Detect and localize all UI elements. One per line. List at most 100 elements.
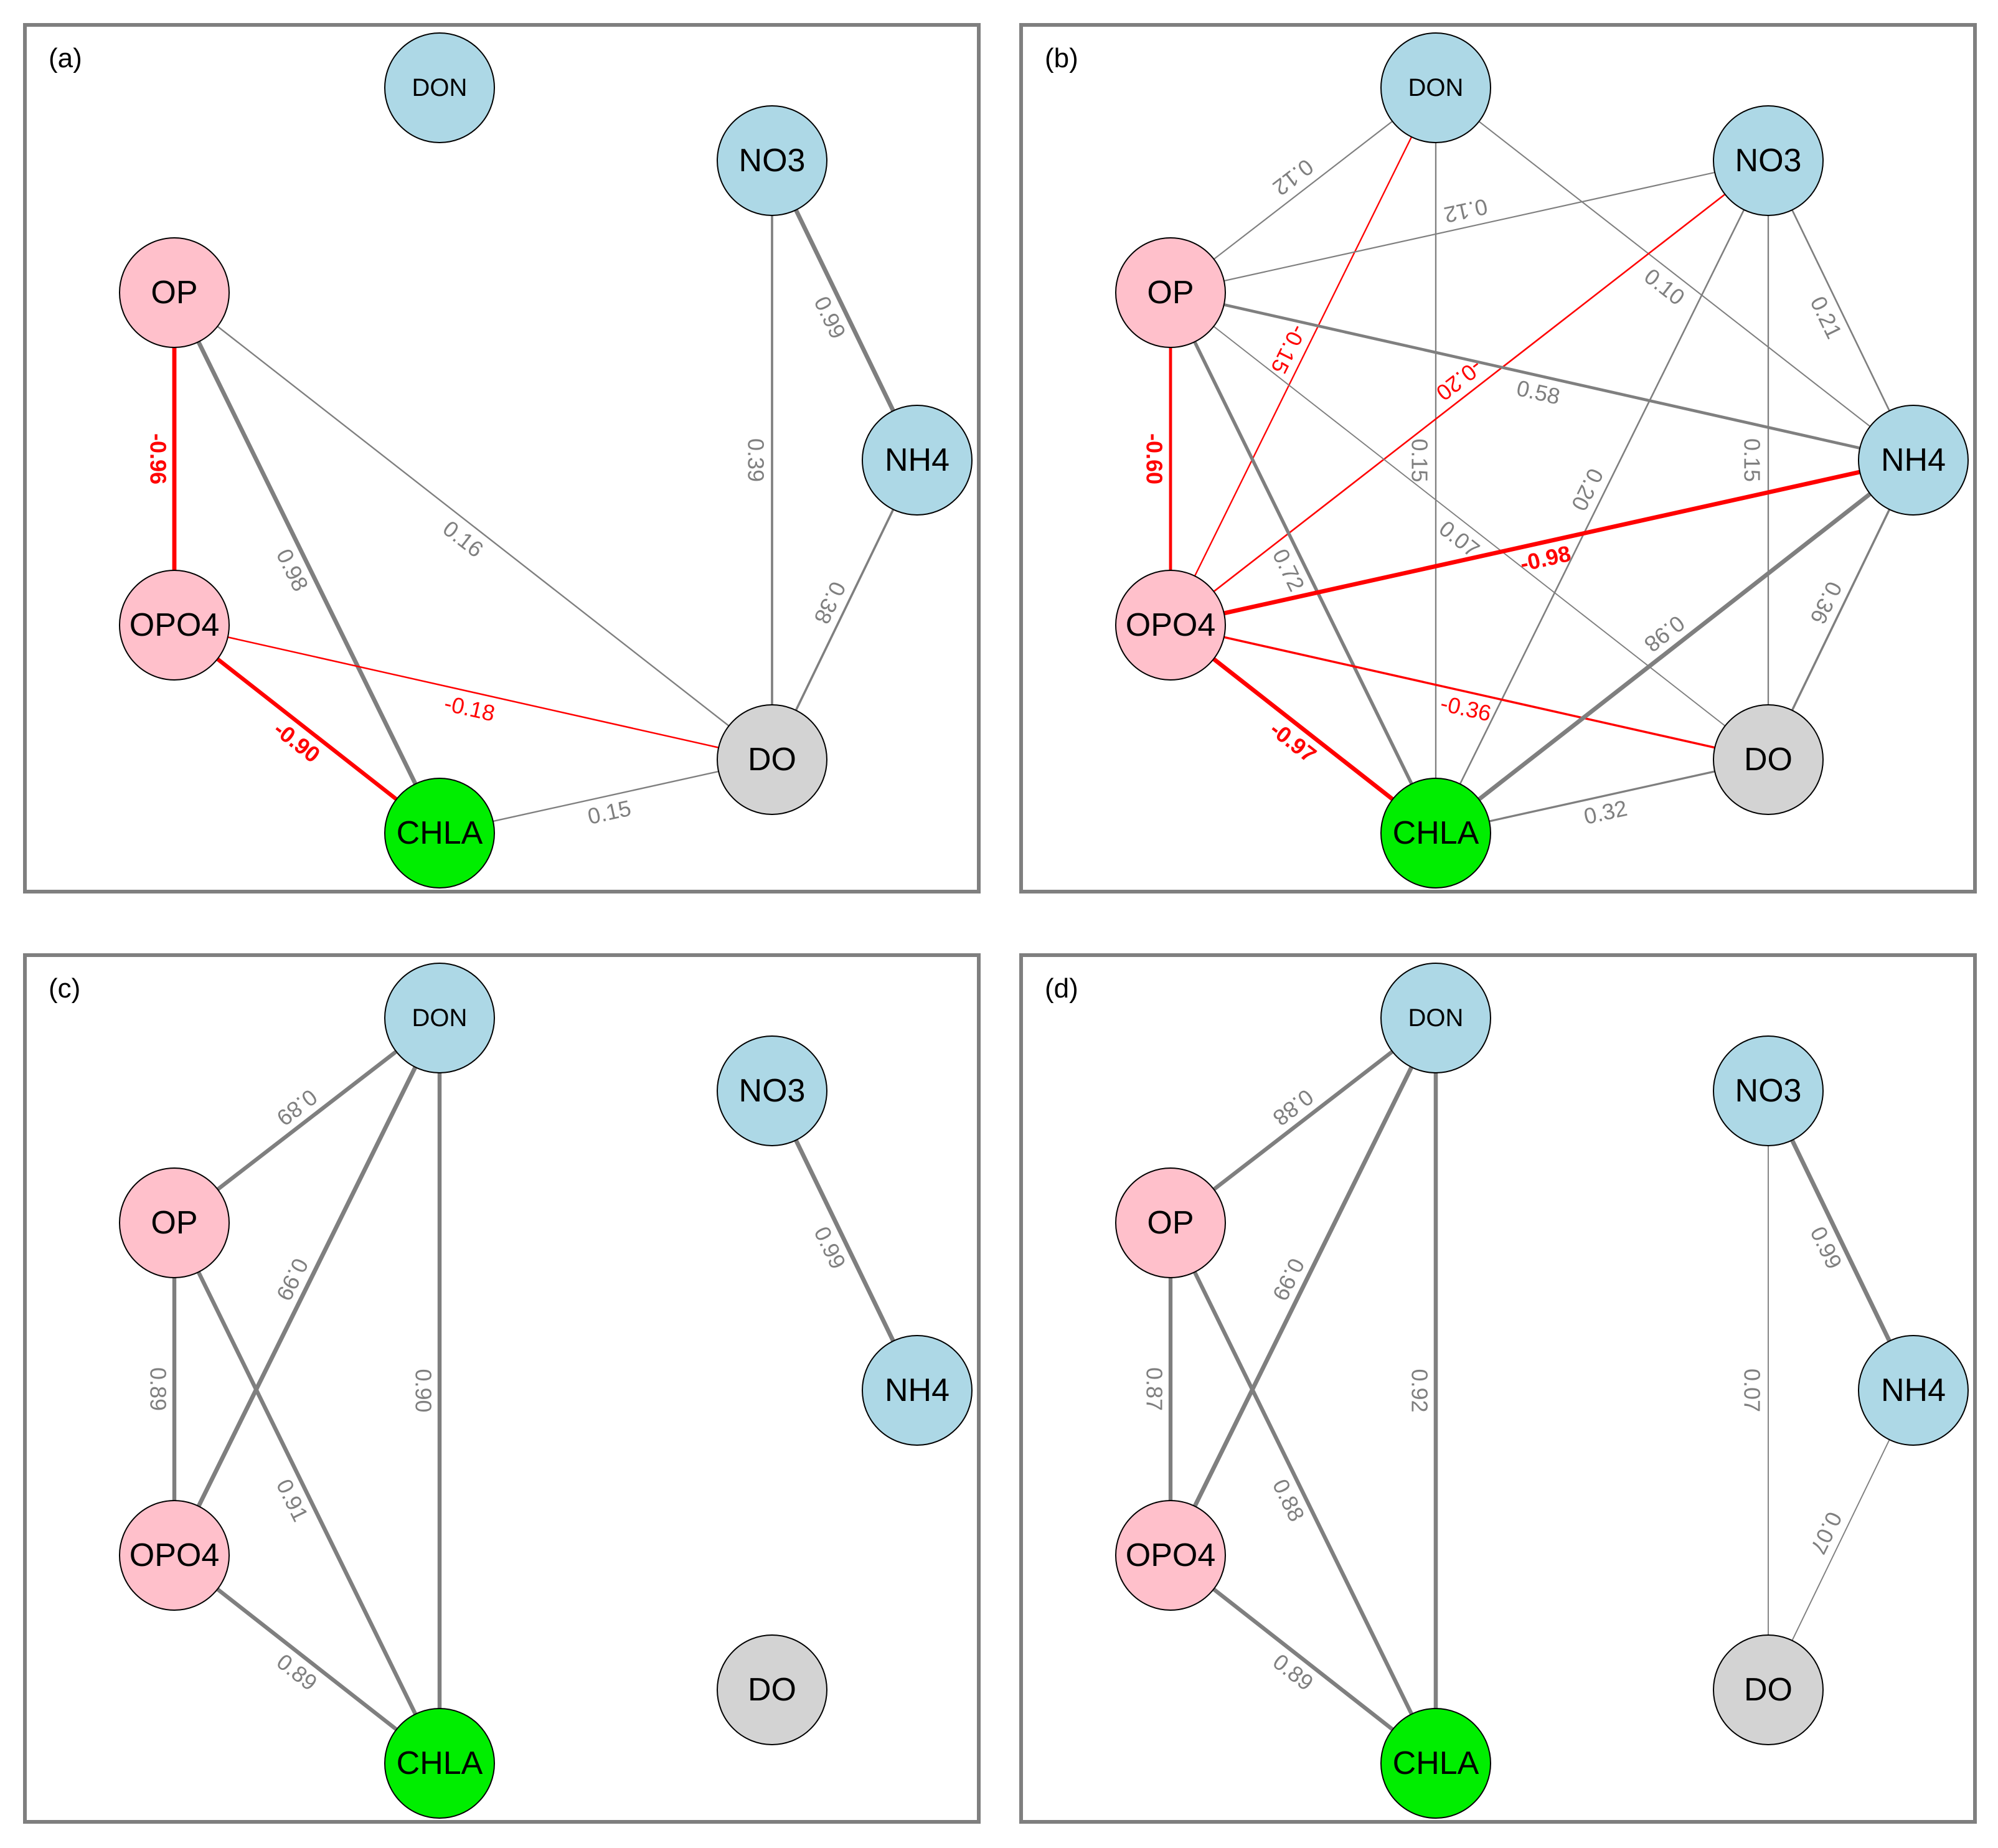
edge-don-opo4 (1168, 1016, 1438, 1558)
edge-label: 0.16 (438, 516, 488, 562)
node-opo4: OPO4 (1115, 570, 1226, 681)
edge-op-do (173, 291, 773, 761)
node-circle (1380, 1708, 1491, 1819)
edge-op-nh4 (1169, 291, 1915, 462)
node-label: DON (1408, 1004, 1464, 1032)
edge-op-chla (172, 1220, 442, 1766)
edge-label: 0.20 (1567, 464, 1609, 515)
node-label: CHLA (1393, 815, 1479, 851)
panel-c: (c)0.890.990.900.890.910.890.99DONNO3NH4… (23, 953, 981, 1824)
node-circle (384, 778, 495, 889)
edge-no3-nh4 (770, 158, 920, 463)
panel-label: (b) (1045, 43, 1078, 73)
node-do: DO (1713, 704, 1824, 815)
node-label: NO3 (739, 143, 806, 179)
node-circle (384, 1708, 495, 1819)
node-opo4: OPO4 (119, 1500, 230, 1611)
node-circle (1713, 1035, 1824, 1146)
panel-label: (d) (1045, 973, 1078, 1004)
node-circle (717, 704, 827, 815)
edge-don-opo4 (172, 1016, 442, 1558)
edge-label: 0.88 (1268, 1084, 1319, 1131)
edge-op-chla (1169, 291, 1438, 835)
edge-nh4-do (1768, 1390, 1914, 1690)
edge-label: 0.89 (272, 1649, 322, 1696)
panel-b: (b)0.12-0.150.150.100.12-0.200.210.200.1… (1019, 23, 1977, 893)
edge-op-chla (172, 290, 442, 836)
edge-label: 0.10 (1639, 263, 1689, 310)
node-circle (119, 570, 230, 681)
node-chla: CHLA (1380, 1708, 1491, 1819)
node-label: OP (151, 275, 197, 311)
edge-opo4-chla (1168, 1553, 1438, 1766)
edge-label: 0.90 (411, 1369, 436, 1412)
node-circle (1115, 570, 1226, 681)
edge-opo4-chla (172, 1553, 442, 1766)
node-circle (1380, 778, 1491, 889)
edge-label: 0.99 (1805, 1222, 1847, 1273)
node-nh4: NH4 (862, 405, 973, 516)
edge-label: 0.92 (1407, 1369, 1433, 1412)
node-don: DON (384, 32, 495, 143)
node-label: OP (1147, 275, 1194, 311)
node-op: OP (119, 237, 230, 348)
edge-label: 0.91 (271, 1475, 314, 1525)
node-label: NH4 (885, 442, 950, 478)
node-label: DO (1744, 742, 1793, 778)
node-circle (1858, 1335, 1969, 1446)
edge-opo4-nh4 (1168, 458, 1916, 628)
edge-opo4-chla (172, 623, 442, 836)
edge-label: 0.99 (1268, 1255, 1310, 1305)
edge-no3-opo4 (1169, 159, 1769, 626)
edge-no3-nh4 (1767, 159, 1915, 461)
node-circle (1115, 237, 1226, 348)
panel-d: (d)0.880.990.920.870.880.890.990.070.07D… (1019, 953, 1977, 1824)
edge-label: 0.36 (1805, 578, 1847, 628)
edge-chla-do (438, 758, 773, 834)
node-chla: CHLA (1380, 778, 1491, 889)
edge-label: 0.99 (809, 292, 851, 342)
edge-chla-do (1435, 758, 1769, 834)
panel-frame (1019, 953, 1977, 1824)
edge-don-nh4 (1435, 87, 1915, 461)
edge-nh4-chla (1433, 458, 1916, 836)
node-chla: CHLA (384, 778, 495, 889)
node-circle (1858, 405, 1969, 516)
edge-label: 0.12 (1268, 154, 1319, 200)
node-label: OPO4 (130, 607, 220, 643)
node-op: OP (1115, 1167, 1226, 1278)
node-do: DO (717, 704, 827, 815)
node-label: NO3 (739, 1073, 806, 1109)
edge-nh4-do (771, 459, 918, 761)
node-don: DON (384, 963, 495, 1073)
edge-label: 0.15 (585, 795, 633, 829)
edge-label: 0.89 (146, 1367, 171, 1411)
edge-op-chla (1168, 1220, 1438, 1766)
node-nh4: NH4 (1858, 405, 1969, 516)
edge-nh4-do (1767, 459, 1915, 761)
edge-label: 0.07 (1805, 1508, 1847, 1558)
node-do: DO (1713, 1634, 1824, 1745)
node-no3: NO3 (717, 1035, 827, 1146)
node-label: NO3 (1735, 143, 1802, 179)
node-circle (119, 1167, 230, 1278)
panel-frame (23, 23, 981, 893)
node-opo4: OPO4 (1115, 1500, 1226, 1611)
node-circle (384, 963, 495, 1073)
edge-label: 0.07 (1740, 1369, 1765, 1412)
node-circle (717, 1634, 827, 1745)
node-label: CHLA (397, 1745, 483, 1781)
node-circle (384, 32, 495, 143)
node-circle (1115, 1167, 1226, 1278)
node-label: DON (412, 1004, 468, 1032)
edge-label: 0.12 (1442, 194, 1490, 228)
node-don: DON (1380, 32, 1491, 143)
edge-no3-chla (1435, 159, 1769, 834)
node-label: NH4 (885, 1372, 950, 1408)
edge-opo4-chla (1168, 623, 1438, 836)
